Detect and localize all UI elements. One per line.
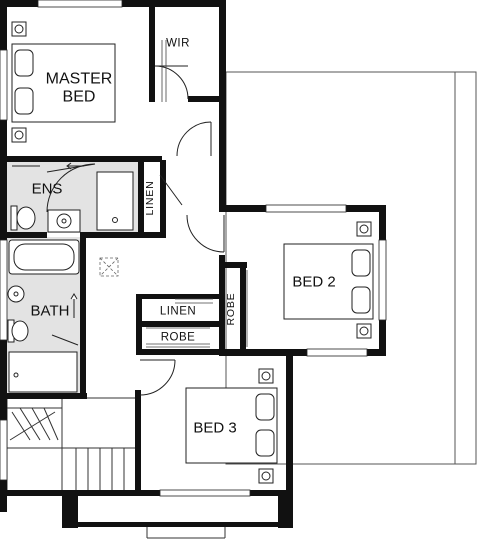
ens-label: ENS (31, 180, 63, 198)
linen-label: LINEN (159, 305, 197, 318)
robe-vertical-label: ROBE (224, 292, 237, 326)
robe-label: ROBE (160, 331, 196, 344)
ensuite-fixtures (10, 165, 134, 233)
master-bed-furniture (11, 21, 116, 143)
windows (0, 0, 387, 497)
wir-label: WIR (166, 37, 190, 50)
ensuite-arrow (66, 162, 84, 170)
bed3-furniture (185, 368, 278, 484)
bath-label: BATH (30, 302, 70, 320)
master-bed-label: MASTER BED (45, 70, 113, 106)
linen-vertical-label: LINEN (143, 180, 156, 216)
door-swings (46, 65, 225, 396)
porch (146, 527, 226, 539)
staircase (6, 397, 138, 495)
bed2-label: BED 2 (292, 273, 336, 291)
bed3-label: BED 3 (193, 419, 237, 437)
bath-fixtures (7, 239, 80, 393)
bed2-furniture (283, 221, 374, 339)
manhole (99, 257, 119, 277)
robe-rails (146, 40, 248, 348)
